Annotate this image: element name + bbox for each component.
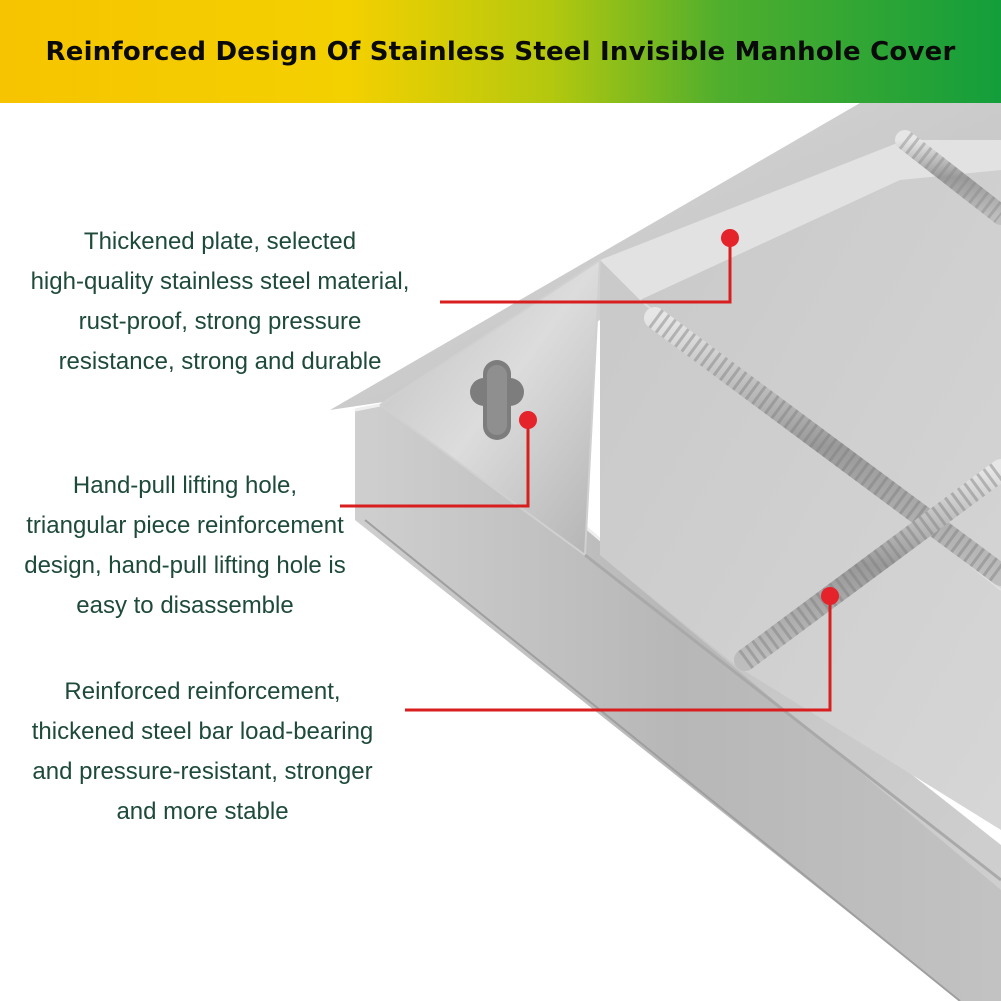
callout-line: high-quality stainless steel material, xyxy=(30,268,410,295)
callout-line: rust-proof, strong pressure xyxy=(78,308,362,335)
callout-line: and pressure-resistant, stronger xyxy=(32,758,373,785)
callout-line: easy to disassemble xyxy=(76,592,294,619)
callout-line: thickened steel bar load-bearing xyxy=(31,718,374,745)
callout-line: design, hand-pull lifting hole is xyxy=(24,552,346,579)
callout-line: Reinforced reinforcement, xyxy=(64,678,341,705)
page-title: Reinforced Design Of Stainless Steel Inv… xyxy=(45,36,956,67)
callout-thickened-plate: Thickened plate, selected high-quality s… xyxy=(0,222,440,382)
callout-line: resistance, strong and durable xyxy=(58,348,382,375)
rebar-bars xyxy=(644,130,1001,671)
callout-lifting-hole: Hand-pull lifting hole, triangular piece… xyxy=(0,466,370,626)
callout-line: Hand-pull lifting hole, xyxy=(72,472,298,499)
lifting-hole xyxy=(470,360,524,440)
callout-line: Thickened plate, selected xyxy=(83,228,357,255)
callout-line: triangular piece reinforcement xyxy=(26,512,344,539)
callout-line: and more stable xyxy=(116,798,289,825)
title-banner: Reinforced Design Of Stainless Steel Inv… xyxy=(0,0,1001,103)
callout-reinforcement: Reinforced reinforcement, thickened stee… xyxy=(0,672,405,832)
leader-lines xyxy=(340,229,839,712)
